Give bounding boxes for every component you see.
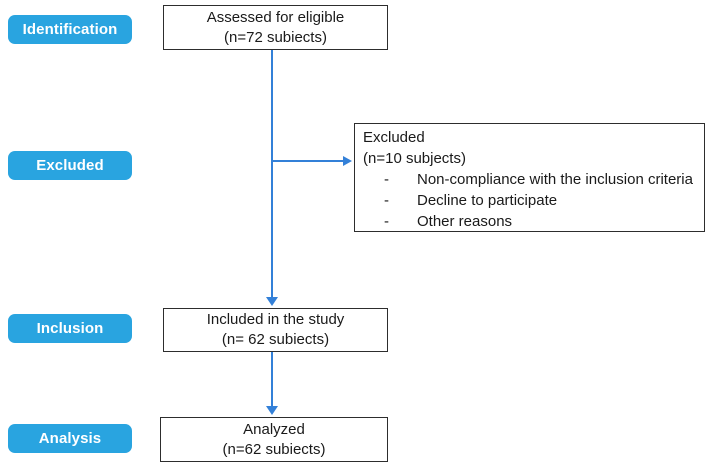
included-in-study-box: Included in the study (n= 62 subiects) xyxy=(163,308,388,352)
analyzed-box: Analyzed (n=62 subiects) xyxy=(160,417,388,462)
connector-included-to-analyzed-line xyxy=(271,352,273,406)
bullet-dash: - xyxy=(384,171,389,188)
stage-label-text: Inclusion xyxy=(36,320,104,337)
excluded-reason-item: - Decline to participate xyxy=(363,190,698,211)
excluded-reason-text: Other reasons xyxy=(417,213,513,230)
stage-label-identification: Identification xyxy=(8,15,132,44)
arrow-down-icon xyxy=(266,406,278,415)
excluded-reason-text: Decline to participate xyxy=(417,192,558,209)
excluded-reason-text: Non-compliance with the inclusion criter… xyxy=(417,171,693,188)
assessed-for-eligible-box: Assessed for eligible (n=72 subiects) xyxy=(163,5,388,50)
box-title: Analyzed xyxy=(243,420,305,438)
box-title: Included in the study xyxy=(206,311,345,328)
box-title: Assessed for eligible xyxy=(206,8,345,26)
excluded-reason-item: - Non-compliance with the inclusion crit… xyxy=(363,169,698,190)
connector-branch-to-excluded-line xyxy=(272,160,343,162)
arrow-right-icon xyxy=(343,156,352,166)
box-count: (n=10 subjects) xyxy=(363,150,466,167)
box-count: (n= 62 subiects) xyxy=(221,331,330,348)
excluded-box: Excluded (n=10 subjects) - Non-complianc… xyxy=(354,123,705,232)
excluded-reason-item: - Other reasons xyxy=(363,211,698,232)
bullet-dash: - xyxy=(384,213,389,230)
connector-assessed-to-included-line xyxy=(271,50,273,297)
arrow-down-icon xyxy=(266,297,278,306)
stage-label-excluded: Excluded xyxy=(8,151,132,180)
box-count: (n=62 subiects) xyxy=(222,440,326,458)
stage-label-text: Identification xyxy=(22,21,118,38)
stage-label-text: Excluded xyxy=(36,157,104,174)
stage-label-analysis: Analysis xyxy=(8,424,132,453)
box-count: (n=72 subiects) xyxy=(224,28,327,46)
stage-label-inclusion: Inclusion xyxy=(8,314,132,343)
box-title: Excluded xyxy=(363,129,425,146)
stage-label-text: Analysis xyxy=(38,430,102,447)
bullet-dash: - xyxy=(384,192,389,209)
